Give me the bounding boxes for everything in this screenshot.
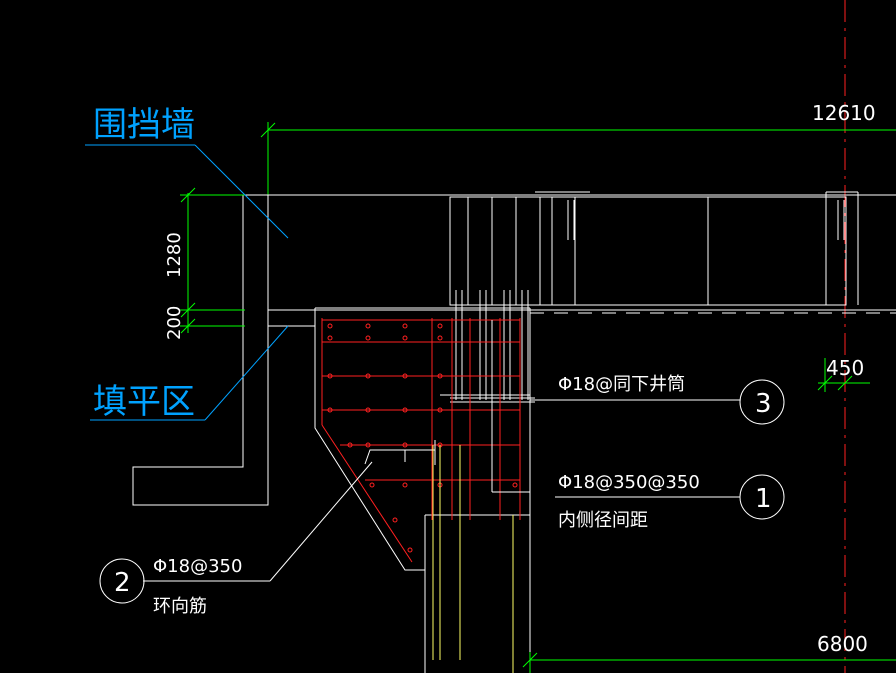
label-fill: 填平区 (93, 382, 195, 422)
offset-dimension (817, 358, 870, 392)
callout3-circle (739, 379, 785, 425)
callout1-text-a: Φ18@350@350 (558, 472, 700, 493)
dim-top-span: 12610 (812, 101, 876, 125)
fill-leader (90, 325, 289, 421)
bottom-dimension (522, 652, 896, 673)
callout2-text-a: Φ18@350 (153, 556, 242, 577)
left-dimensions (180, 187, 245, 334)
callout1-text-b: 内侧径间距 (558, 510, 648, 531)
dim-fill-height: 200 (164, 306, 185, 340)
callout1-number: 1 (755, 484, 772, 514)
pile-bars (432, 445, 514, 673)
wall-leader (85, 144, 289, 239)
dim-wall-height: 1280 (164, 232, 185, 278)
callout2-number: 2 (114, 568, 131, 598)
rebar-dots (327, 323, 518, 553)
rebar-hooks (364, 320, 530, 493)
dim-offset: 450 (826, 356, 864, 380)
label-wall: 围挡墙 (93, 105, 195, 145)
pile-cap (314, 307, 531, 673)
rebar-grid (321, 318, 521, 563)
top-dimension (260, 122, 896, 195)
callout3-number: 3 (755, 389, 772, 419)
callout2-circle (99, 558, 145, 604)
shaft-wall (449, 191, 859, 306)
callout2-leader (143, 461, 373, 582)
callout3-text: Φ18@同下井筒 (558, 374, 685, 395)
callout2-text-b: 环向筋 (153, 596, 207, 617)
dim-bottom-span: 6800 (817, 632, 868, 656)
shaft-studs (450, 200, 845, 403)
retaining-wall (132, 194, 896, 506)
callout1-circle (739, 474, 785, 520)
